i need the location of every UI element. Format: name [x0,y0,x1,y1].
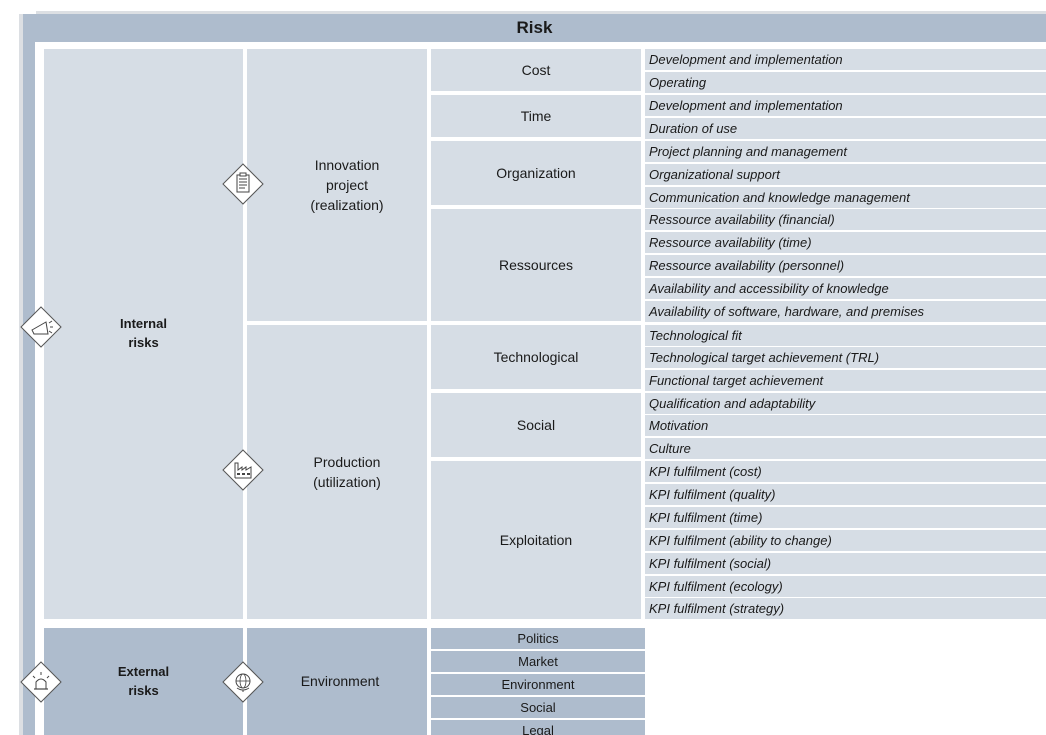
risk-item: Ressource availability (financial) [645,209,1046,230]
category-time: Time [431,95,641,137]
innovation-label-line3: (realization) [310,197,384,214]
category-social-internal: Social [431,393,641,457]
left-spine [23,42,35,735]
innovation-label-line1: Innovation [314,156,380,173]
category-technological: Technological [431,325,641,389]
external-category-legal: Legal [431,720,645,735]
risk-item: Communication and knowledge management [645,187,1046,208]
frame-top-edge [36,11,1046,16]
risk-item: Culture [645,438,1046,459]
risk-item: Qualification and adaptability [645,393,1046,414]
risk-item: Ressource availability (time) [645,232,1046,253]
risk-item: Technological fit [645,325,1046,346]
category-cost: Cost [431,49,641,91]
risk-item: Development and implementation [645,49,1046,70]
alarm-light-icon [20,661,62,703]
risk-item: Project planning and management [645,141,1046,162]
frame-left-edge [19,14,23,735]
external-category-politics: Politics [431,628,645,649]
category-organization: Organization [431,141,641,205]
production-label-line1: Production [313,453,381,470]
risk-item: KPI fulfilment (ecology) [645,576,1046,597]
risk-item: Functional target achievement [645,370,1046,391]
risk-item: KPI fulfilment (strategy) [645,598,1046,619]
internal-risks-label-line1: Internal [120,316,167,332]
risk-item: Duration of use [645,118,1046,139]
internal-risks-label-line2: risks [128,335,159,350]
internal-risks-cell: Internal risks [44,49,243,619]
external-category-environment: Environment [431,674,645,695]
production-cell: Production (utilization) [247,325,427,619]
risk-title: Risk [23,14,1046,42]
environment-cell: Environment [247,628,427,735]
risk-item: Motivation [645,415,1046,436]
external-category-social: Social [431,697,645,718]
megaphone-icon [20,306,62,348]
factory-icon [222,449,264,491]
risk-item: KPI fulfilment (cost) [645,461,1046,482]
risk-item: Availability of software, hardware, and … [645,301,1046,322]
globe-icon [222,661,264,703]
risk-item: Technological target achievement (TRL) [645,347,1046,368]
clipboard-checklist-icon [222,163,264,205]
risk-item: Operating [645,72,1046,93]
external-risks-cell: External risks [44,628,243,735]
external-risks-label-line2: risks [128,682,159,698]
external-category-market: Market [431,651,645,672]
risk-item: Organizational support [645,164,1046,185]
innovation-label-line2: project [325,176,369,193]
category-exploitation: Exploitation [431,461,641,619]
risk-item: KPI fulfilment (quality) [645,484,1046,505]
external-risks-label-line1: External [117,663,170,679]
risk-item: KPI fulfilment (time) [645,507,1046,528]
risk-item: KPI fulfilment (ability to change) [645,530,1046,551]
risk-item: Ressource availability (personnel) [645,255,1046,276]
production-label-line2: (utilization) [313,474,381,490]
risk-item: KPI fulfilment (social) [645,553,1046,574]
innovation-project-cell: Innovation project (realization) [247,49,427,321]
risk-item: Availability and accessibility of knowle… [645,278,1046,299]
risk-item: Development and implementation [645,95,1046,116]
category-ressources: Ressources [431,209,641,321]
